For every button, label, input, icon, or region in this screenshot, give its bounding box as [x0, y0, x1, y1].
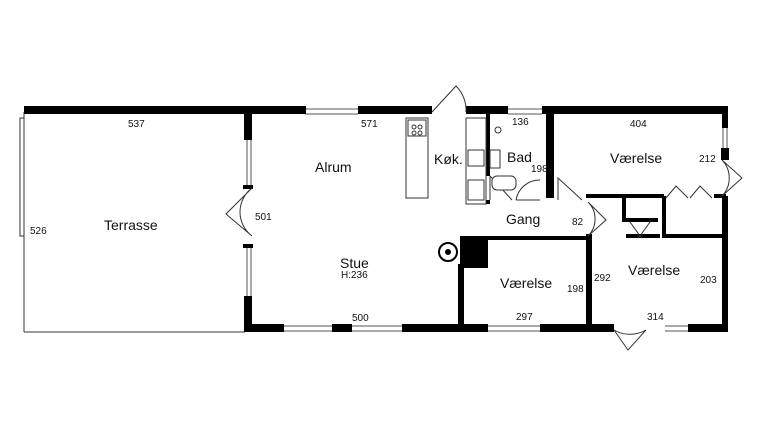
- room-label-bad: Bad: [507, 149, 532, 165]
- room-label-vaerelse-mid: Værelse: [500, 275, 552, 291]
- dim-297: 297: [516, 312, 533, 323]
- dim-292: 292: [594, 273, 611, 284]
- dim-501: 501: [255, 212, 272, 223]
- room-label-gang: Gang: [506, 211, 540, 227]
- dim-198-bad: 198: [531, 164, 548, 175]
- dim-404: 404: [630, 119, 647, 130]
- dim-82: 82: [572, 217, 584, 228]
- dim-136: 136: [512, 117, 529, 128]
- dim-500: 500: [352, 313, 369, 324]
- room-label-stue: Stue: [340, 255, 369, 271]
- room-label-alrum: Alrum: [315, 159, 352, 175]
- kitchen-furniture: [405, 117, 487, 205]
- dim-198-mid: 198: [567, 284, 584, 295]
- room-label-kokken: Køk.: [434, 151, 463, 167]
- windows: [246, 108, 728, 332]
- terrace-outline: [19, 112, 245, 333]
- dim-314: 314: [647, 312, 664, 323]
- dim-212: 212: [699, 154, 716, 165]
- dim-526: 526: [30, 226, 47, 237]
- bath-fixtures: [489, 126, 517, 191]
- dim-203: 203: [700, 275, 717, 286]
- room-label-terrasse: Terrasse: [104, 217, 158, 233]
- room-label-vaerelse-right: Værelse: [628, 262, 680, 278]
- room-label-vaerelse-top: Værelse: [610, 150, 662, 166]
- dim-571: 571: [361, 119, 378, 130]
- stove-icon: [438, 242, 458, 262]
- room-height-stue: H:236: [341, 270, 368, 281]
- dim-537: 537: [128, 119, 145, 130]
- walls: [24, 106, 729, 332]
